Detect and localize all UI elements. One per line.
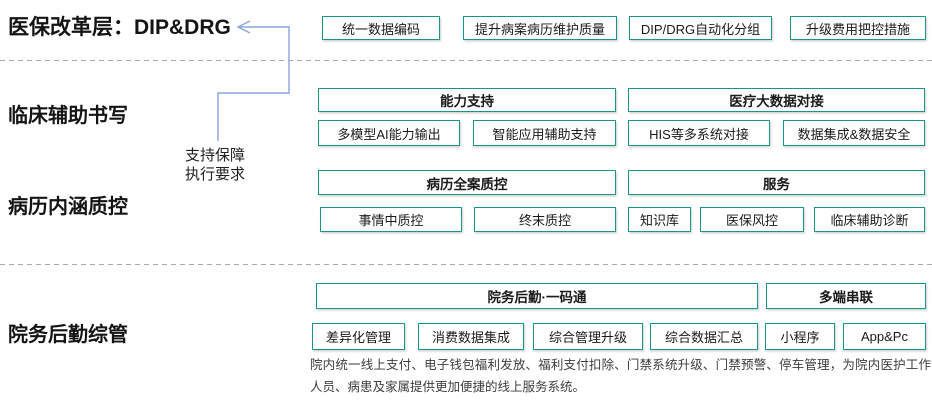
connector-note-line2: 执行要求 xyxy=(185,166,246,183)
box-his-systems-integration: HIS等多系统对接 xyxy=(628,120,770,146)
box-app-pc: App&Pc xyxy=(843,323,926,350)
section-label-record-qc: 病历内涵质控 xyxy=(8,196,128,218)
box-improve-record-quality: 提升病案病历维护质量 xyxy=(463,16,617,40)
box-clinical-diagnosis-assist: 临床辅助诊断 xyxy=(814,207,925,232)
box-final-qc: 终末质控 xyxy=(474,207,616,232)
box-comprehensive-data-summary: 综合数据汇总 xyxy=(650,323,758,350)
box-comprehensive-management-upgrade: 综合管理升级 xyxy=(533,323,643,350)
section-title-reform: 医保改革层：DIP&DRG xyxy=(8,16,231,39)
header-full-record-qc: 病历全案质控 xyxy=(318,170,616,195)
dashed-divider-top xyxy=(0,60,932,61)
logistics-caption: 院内统一线上支付、电子钱包福利发放、福利支付扣除、门禁系统升级、门禁预警、停车管… xyxy=(310,358,931,394)
box-mini-program: 小程序 xyxy=(765,323,835,350)
box-dip-drg-auto-grouping: DIP/DRG自动化分组 xyxy=(629,16,772,40)
header-logistics-one-code: 院务后勤·一码通 xyxy=(316,283,758,309)
box-knowledge-base: 知识库 xyxy=(628,207,691,232)
box-in-process-qc: 事情中质控 xyxy=(320,207,462,232)
box-multi-model-ai-output: 多模型AI能力输出 xyxy=(318,120,460,146)
header-medical-big-data: 医疗大数据对接 xyxy=(628,88,925,112)
header-services: 服务 xyxy=(628,170,925,195)
box-data-integration-security: 数据集成&数据安全 xyxy=(783,120,925,146)
box-consumption-data-integration: 消费数据集成 xyxy=(418,323,524,350)
section-label-clinical-writing: 临床辅助书写 xyxy=(8,105,128,127)
box-intelligent-app-support: 智能应用辅助支持 xyxy=(473,120,616,146)
box-differentiated-management: 差异化管理 xyxy=(312,323,405,350)
header-multi-terminal: 多端串联 xyxy=(766,283,926,309)
connector-note-line1: 支持保障 xyxy=(185,147,246,164)
section-label-logistics: 院务后勤综管 xyxy=(8,324,128,346)
dashed-divider-bottom xyxy=(0,264,932,265)
box-unified-data-coding: 统一数据编码 xyxy=(322,16,440,40)
header-capability-support: 能力支持 xyxy=(318,88,616,112)
connector-note: 支持保障 执行要求 xyxy=(185,146,245,184)
box-upgrade-cost-control: 升级费用把控措施 xyxy=(790,16,926,40)
box-insurance-risk-control: 医保风控 xyxy=(700,207,804,232)
